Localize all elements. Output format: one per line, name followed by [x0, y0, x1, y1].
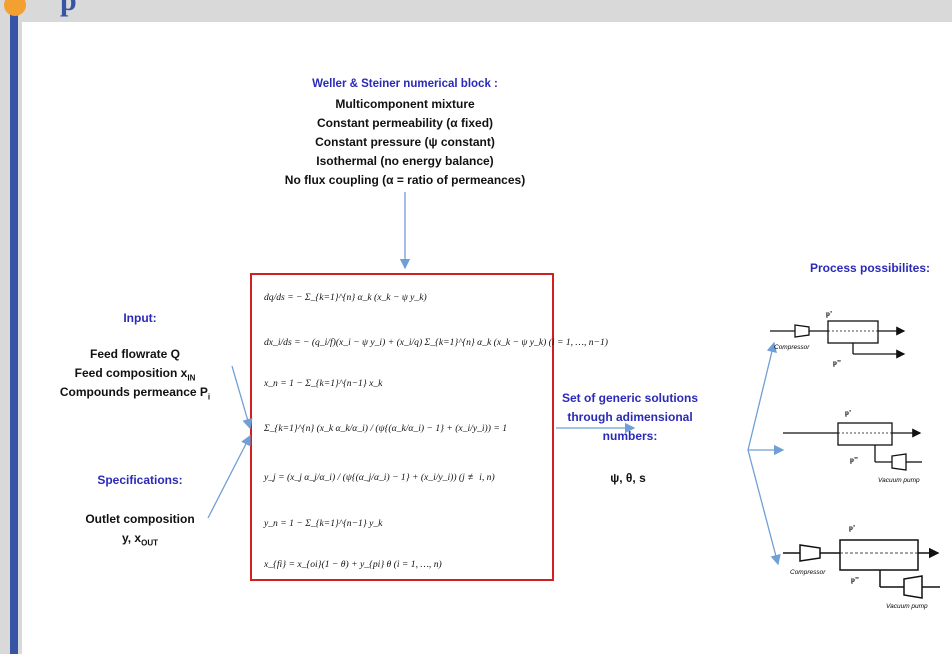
- input-subscript: IN: [187, 373, 196, 383]
- equation: x_{fi} = x_{oi}(1 − θ) + y_{pi} θ (i = 1…: [264, 559, 442, 570]
- input-line: Feed composition xIN: [74, 366, 196, 383]
- numerical-block-line: Constant pressure (ψ constant): [315, 135, 495, 149]
- equation: dq/ds = − Σ_{k=1}^{n} α_k (x_k − ψ y_k): [264, 292, 427, 303]
- equation: y_j = (x_j α_j/α_i) / (ψ{(α_j/α_i) − 1} …: [264, 472, 495, 483]
- numerical-block-line: No flux coupling (α = ratio of permeance…: [284, 173, 526, 187]
- arrow-to-process-1: [747, 341, 777, 451]
- equation: Σ_{k=1}^{n} (x_k α_k/α_i) / (ψ{(α_k/α_i)…: [264, 423, 508, 434]
- process-1-compressor-scheme: [770, 320, 906, 359]
- solutions-line: through adimensional: [567, 410, 693, 424]
- label-p-double-prime: p’’: [850, 456, 858, 464]
- specifications-title: Specifications:: [97, 473, 183, 487]
- equations-box: dq/ds = − Σ_{k=1}^{n} α_k (x_k − ψ y_k) …: [250, 273, 608, 581]
- equation: dx_i/ds = − (q_i/f)(x_i − ψ y_i) + (x_i/…: [264, 337, 608, 348]
- specifications-line: Outlet composition: [85, 512, 195, 526]
- equation: x_n = 1 − Σ_{k=1}^{n−1} x_k: [264, 378, 383, 389]
- solutions-symbols: ψ, θ, s: [610, 471, 646, 485]
- numerical-block-line: Isothermal (no energy balance): [316, 154, 494, 168]
- input-line: Compounds permeance Pi: [59, 385, 211, 402]
- label-compressor: Compressor: [790, 569, 826, 576]
- label-p-double-prime: p’’: [833, 359, 841, 367]
- arrow-input-to-equations: [231, 365, 253, 430]
- label-p-prime: p’: [826, 310, 832, 318]
- slide-title-fragment: p: [60, 0, 77, 17]
- left-accent-bar: [10, 10, 18, 654]
- solutions-line: Set of generic solutions: [561, 391, 699, 405]
- label-vacuum-pump: Vacuum pump: [886, 603, 928, 610]
- numerical-block-line: Constant permeability (α fixed): [316, 116, 494, 130]
- input-subscript: i: [207, 392, 211, 402]
- input-title: Input:: [123, 311, 157, 325]
- specifications-line: y, xOUT: [121, 531, 158, 548]
- orange-dot-decoration: [4, 0, 26, 16]
- arrow-to-process-3: [747, 449, 781, 566]
- label-p-prime: p’: [849, 524, 855, 532]
- equation: y_n = 1 − Σ_{k=1}^{n−1} y_k: [264, 518, 383, 529]
- arrow-spec-to-equations: [207, 434, 251, 519]
- label-p-double-prime: p’’: [851, 576, 859, 584]
- process-2-vacuum-scheme: [783, 422, 922, 471]
- specifications-subscript: OUT: [141, 538, 158, 548]
- solutions-line: numbers:: [602, 429, 658, 443]
- numerical-block-title: Weller & Steiner numerical block :: [312, 78, 498, 90]
- label-compressor: Compressor: [774, 344, 810, 351]
- process-title: Process possibilites:: [809, 261, 931, 275]
- input-line: Feed flowrate Q: [89, 347, 181, 361]
- label-vacuum-pump: Vacuum pump: [878, 477, 920, 484]
- label-p-prime: p’: [845, 409, 851, 417]
- process-3-combined-scheme: [783, 539, 940, 599]
- numerical-block-line: Multicomponent mixture: [335, 97, 475, 111]
